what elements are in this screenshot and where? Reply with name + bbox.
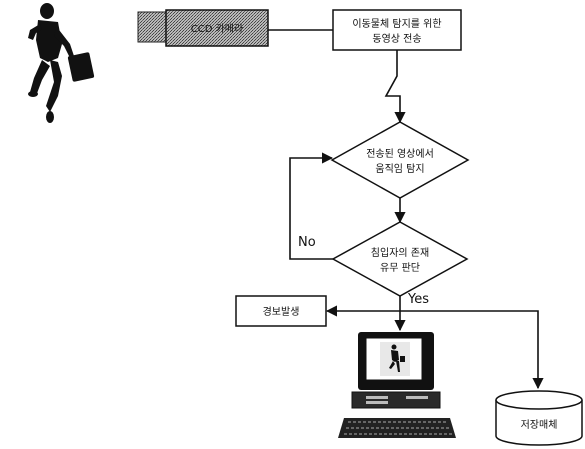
camera-body bbox=[165, 9, 269, 47]
camera-lens bbox=[137, 11, 167, 43]
no-loop-arrow bbox=[289, 152, 334, 260]
storage-cylinder: 저장매체 bbox=[495, 390, 583, 446]
detect-label-line2: 움직임 탐지 bbox=[375, 162, 424, 175]
transmit-label-line2: 동영상 전송 bbox=[372, 33, 421, 45]
detect-label-line1: 전송된 영상에서 bbox=[366, 148, 434, 160]
screen-running-man-icon bbox=[389, 344, 405, 372]
transmit-box bbox=[332, 9, 462, 51]
transmit-to-detect-arrow bbox=[384, 50, 406, 124]
alarm-label: 경보발생 bbox=[263, 305, 300, 318]
computer-icon bbox=[338, 332, 456, 438]
alarm-box bbox=[235, 295, 327, 327]
ccd-camera: CCD 카메라 bbox=[137, 9, 269, 47]
decide-label-line1: 침입자의 존재 bbox=[371, 246, 429, 259]
detect-diamond bbox=[330, 121, 470, 199]
transmit-label-line1: 이동물체 탐지를 위한 bbox=[352, 17, 441, 30]
decide-label-line2: 유무 판단 bbox=[380, 262, 420, 274]
camera-label: CCD 카메라 bbox=[191, 23, 243, 35]
no-label: No bbox=[298, 235, 316, 250]
yes-to-storage-arrow bbox=[400, 310, 544, 390]
storage-label: 저장매체 bbox=[521, 419, 558, 431]
decide-diamond bbox=[331, 221, 469, 297]
yes-label: Yes bbox=[407, 292, 429, 307]
running-man-icon bbox=[28, 3, 95, 123]
